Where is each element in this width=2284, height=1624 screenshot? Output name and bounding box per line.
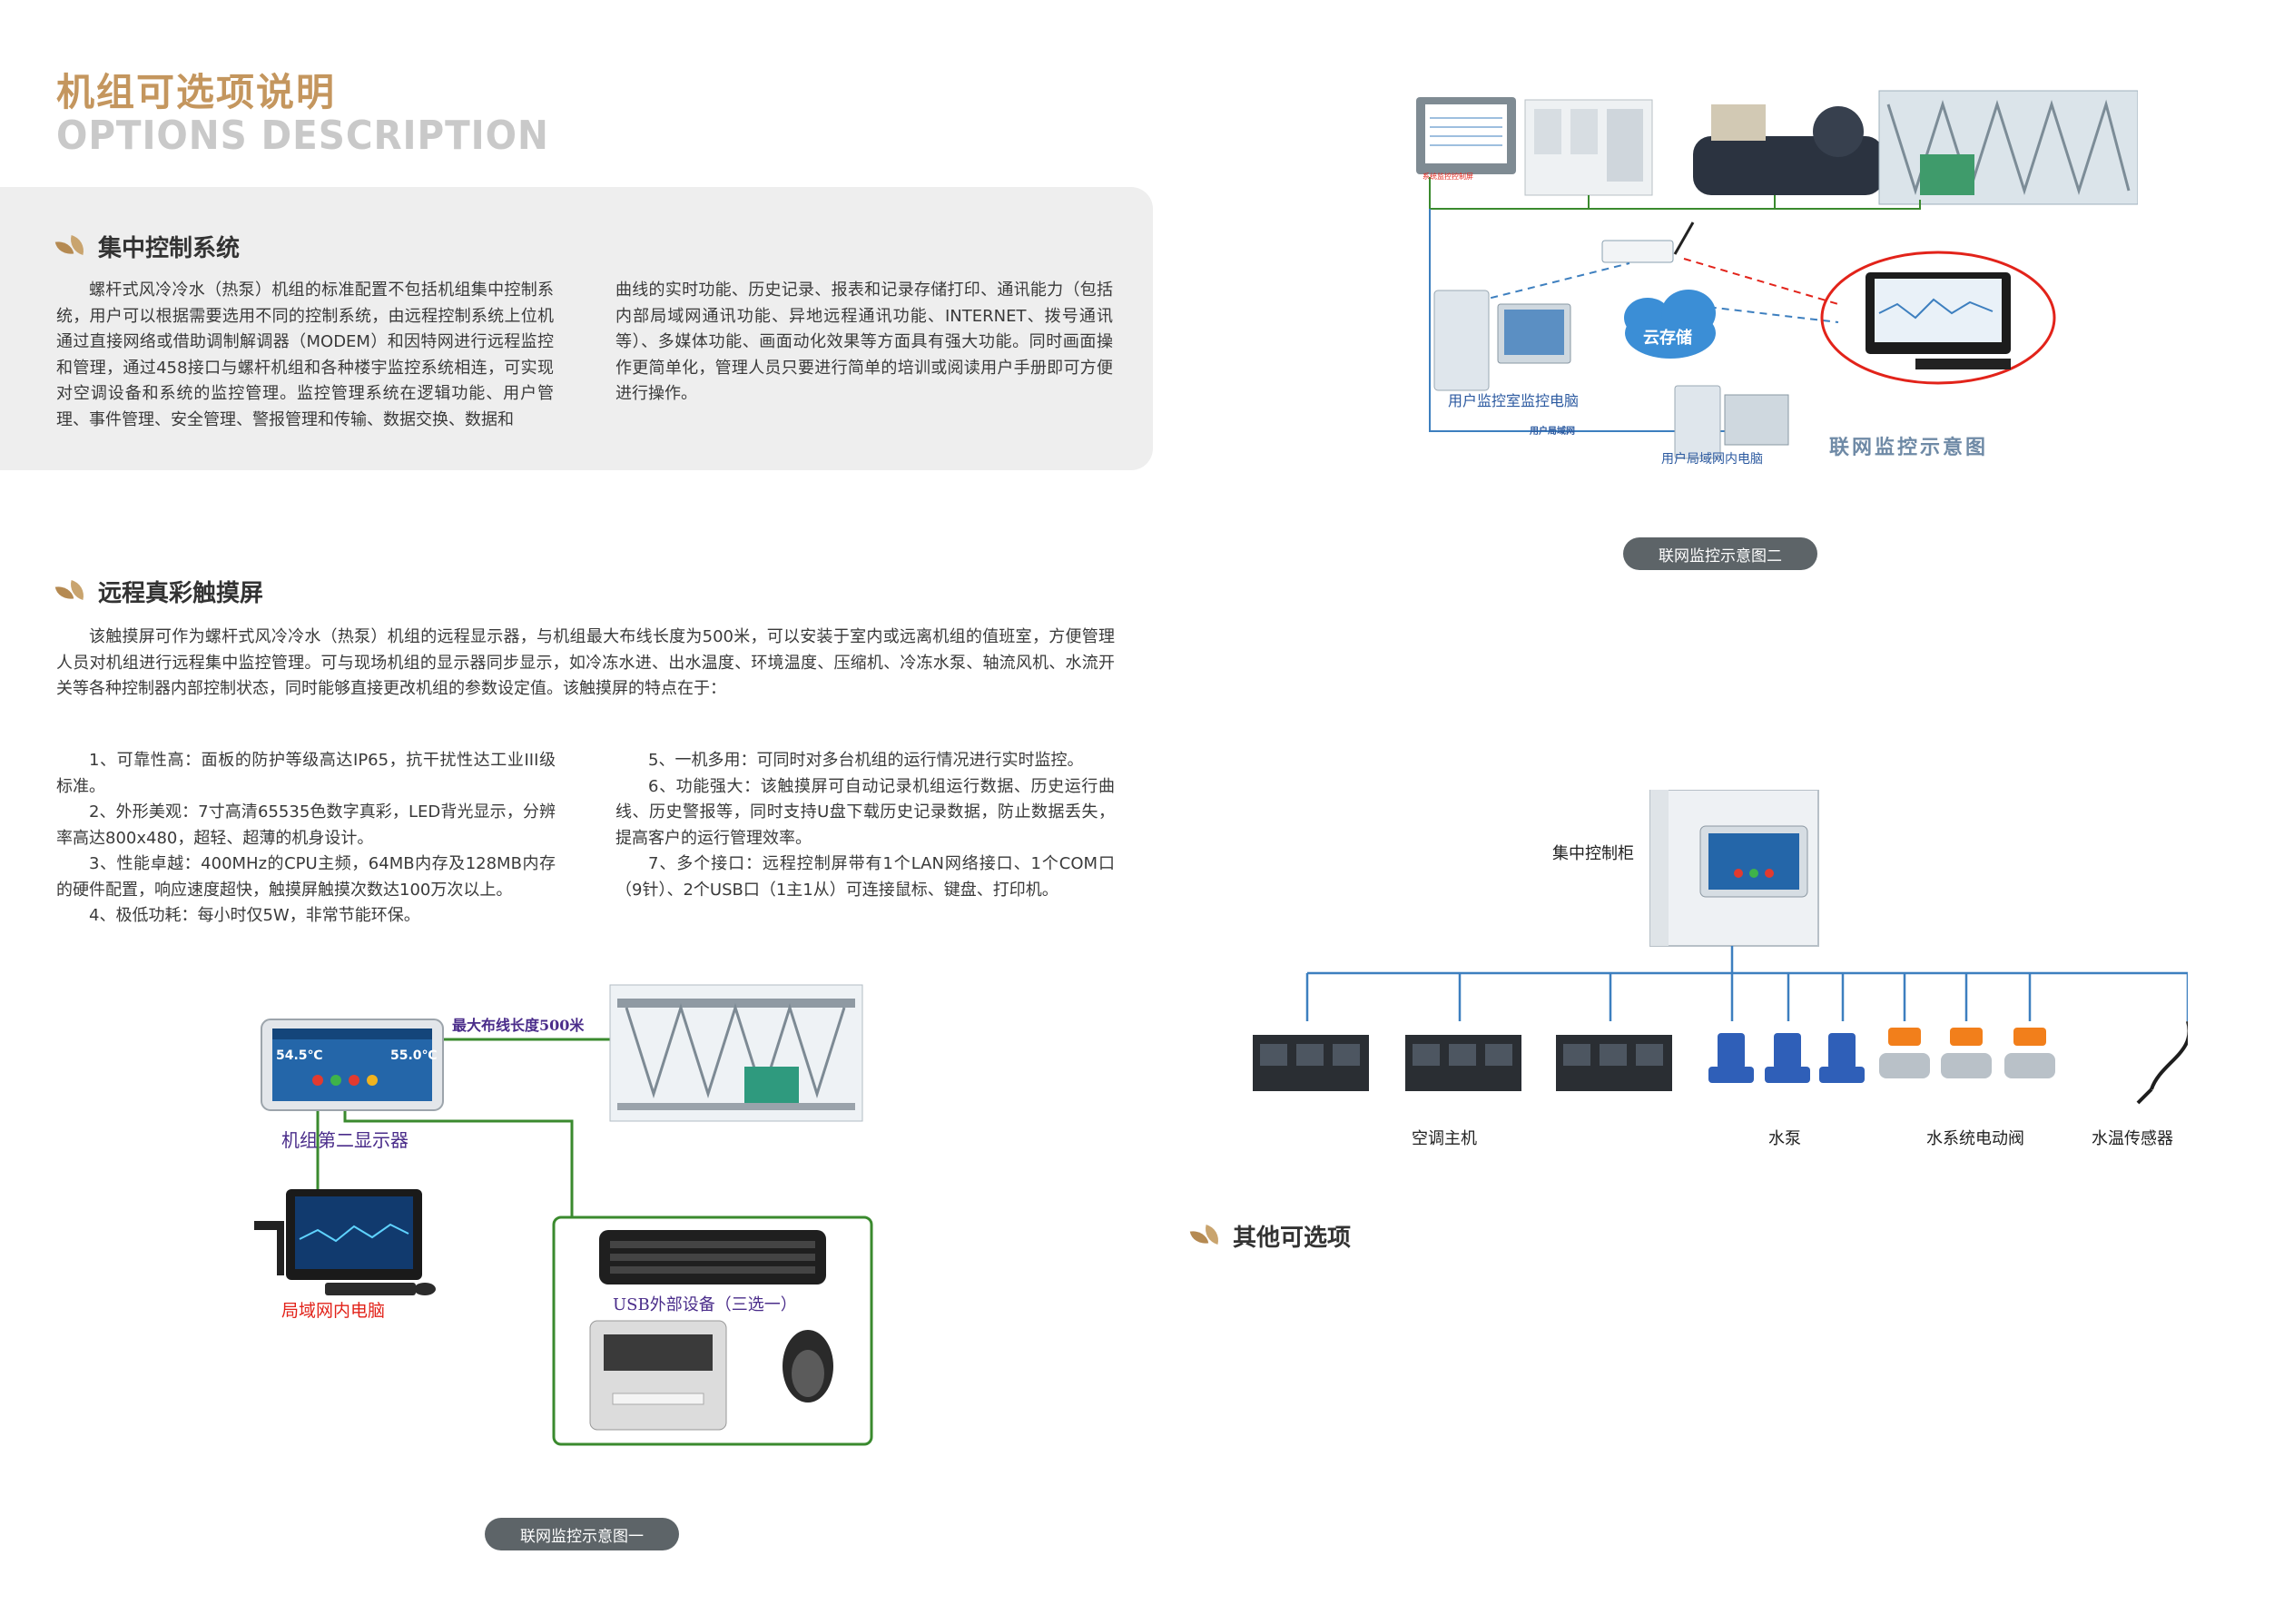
lan-pc-label: 局域网内电脑 bbox=[281, 1301, 385, 1321]
monitor-panel-image bbox=[1416, 97, 1516, 174]
page-subtitle: OPTIONS DESCRIPTION bbox=[56, 113, 549, 159]
chiller-unit-image bbox=[609, 984, 863, 1122]
diagram-title: 联网监控示意图 bbox=[1829, 436, 1988, 459]
remote-pc-image bbox=[1866, 272, 2011, 369]
leaf-icon bbox=[54, 234, 88, 257]
network-diagram-two: 系统监控控制屏 用户监控室监控电脑 用户局域网 云存储 用户局域网内电脑 联网监… bbox=[1416, 90, 2138, 467]
feature-item: 6、功能强大：该触摸屏可自动记录机组运行数据、历史运行曲线、历史警报等，同时支持… bbox=[615, 776, 1115, 848]
control-cabinet-image bbox=[1649, 790, 1819, 947]
lan-pc-label: 用户局域网内电脑 bbox=[1661, 451, 1763, 467]
display-right-temp: 55.0℃ bbox=[390, 1048, 438, 1063]
section-title: 其他可选项 bbox=[1233, 1225, 1352, 1252]
display-label: 机组第二显示器 bbox=[281, 1129, 409, 1151]
section-title: 远程真彩触摸屏 bbox=[98, 580, 264, 607]
network-diagram-one: 54.5℃ 55.0℃ 机组第二显示器 最大布线长度500米 局域网内电脑 US… bbox=[254, 984, 873, 1446]
mouse-image bbox=[783, 1330, 833, 1403]
feature-item: 7、多个接口：远程控制屏带有1个LAN网络接口、1个COM口（9针）、2个USB… bbox=[615, 854, 1115, 900]
section-heading-other-options: 其他可选项 bbox=[1189, 1219, 1352, 1253]
device-label: 空调主机 bbox=[1412, 1129, 1477, 1148]
touchscreen-intro: 该触摸屏可作为螺杆式风冷冷水（热泵）机组的远程显示器，与机组最大布线长度为500… bbox=[56, 627, 1115, 698]
leaf-icon bbox=[1189, 1224, 1223, 1246]
device-label: 水系统电动阀 bbox=[1926, 1129, 2024, 1148]
cabinet-label: 集中控制柜 bbox=[1552, 844, 1634, 863]
leaf-icon bbox=[54, 579, 88, 602]
electric-valve-icon bbox=[1879, 1028, 2055, 1078]
display-left-temp: 54.5℃ bbox=[276, 1048, 323, 1063]
device-label: 水温传感器 bbox=[2092, 1129, 2173, 1148]
central-control-text-col2: 曲线的实时功能、历史记录、报表和记录存储打印、通讯能力（包括内部局域网通讯功能、… bbox=[615, 281, 1113, 403]
page-title: 机组可选项说明 bbox=[56, 70, 337, 114]
touchscreen-features-col2: 5、一机多用：可同时对多台机组的运行情况进行实时监控。 6、功能强大：该触摸屏可… bbox=[615, 748, 1115, 903]
touchscreen-features-col1: 1、可靠性高：面板的防护等级高达IP65，抗干扰性达工业III级标准。 2、外形… bbox=[56, 748, 556, 930]
lan-pc-image bbox=[254, 1189, 436, 1295]
caption-diagram-two: 联网监控示意图二 bbox=[1623, 537, 1817, 570]
section-heading-touchscreen: 远程真彩触摸屏 bbox=[54, 575, 264, 608]
control-room-label: 用户监控室监控电脑 bbox=[1448, 392, 1579, 409]
air-handler-image bbox=[1524, 99, 1653, 196]
printer-image bbox=[589, 1320, 727, 1431]
cable-length-label: 最大布线长度500米 bbox=[452, 1017, 585, 1034]
feature-item: 3、性能卓越：400MHz的CPU主频，64MB内存及128MB内存的硬件配置，… bbox=[56, 854, 556, 900]
usb-devices-label: USB外部设备（三选一） bbox=[613, 1295, 797, 1314]
feature-item: 1、可靠性高：面板的防护等级高达IP65，抗干扰性达工业III级标准。 bbox=[56, 751, 556, 796]
control-cabinet-diagram: 集中控制柜 bbox=[1253, 790, 2188, 1148]
section-heading-central-control: 集中控制系统 bbox=[54, 230, 241, 263]
cloud-storage-icon bbox=[1624, 290, 1716, 359]
feature-item: 2、外形美观：7寸高清65535色数字真彩，LED背光显示，分辨率高达800x4… bbox=[56, 802, 556, 848]
control-room-pc-image bbox=[1433, 290, 1571, 391]
section-title: 集中控制系统 bbox=[98, 235, 241, 262]
modem-image bbox=[1601, 240, 1674, 263]
central-control-panel bbox=[0, 187, 1153, 470]
water-pump-icon bbox=[1708, 1033, 1865, 1083]
lan-pc-image bbox=[1674, 385, 1789, 459]
remote-pc-highlight bbox=[1820, 251, 2056, 385]
keyboard-image bbox=[599, 1230, 826, 1284]
central-control-text-col1: 螺杆式风冷冷水（热泵）机组的标准配置不包括机组集中控制系统，用户可以根据需要选用… bbox=[56, 281, 554, 429]
cloud-label: 云存储 bbox=[1643, 328, 1692, 348]
temperature-sensor-icon bbox=[2136, 1021, 2188, 1105]
feature-item: 5、一机多用：可同时对多台机组的运行情况进行实时监控。 bbox=[648, 751, 1084, 770]
air-cooled-chiller-image bbox=[1878, 90, 2138, 205]
caption-diagram-one: 联网监控示意图一 bbox=[485, 1518, 679, 1550]
feature-item: 4、极低功耗：每小时仅5W，非常节能环保。 bbox=[89, 906, 420, 925]
screw-chiller-image bbox=[1693, 104, 1884, 195]
svg-text:系统监控控制屏: 系统监控控制屏 bbox=[1423, 172, 1473, 181]
second-display-device bbox=[261, 1019, 444, 1111]
device-label: 水泵 bbox=[1768, 1129, 1801, 1148]
lan-label: 用户局域网 bbox=[1529, 425, 1575, 437]
